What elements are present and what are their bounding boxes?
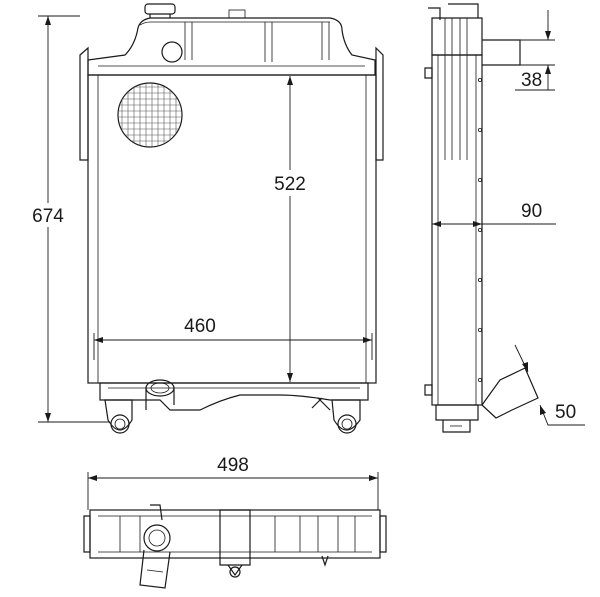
side-cap xyxy=(428,3,479,20)
right-mount-foot xyxy=(331,399,361,434)
tank-port xyxy=(161,41,183,63)
dim-label-522: 522 xyxy=(274,174,306,195)
top-view-bracket xyxy=(219,509,251,566)
side-top-tank xyxy=(431,17,483,56)
top-tank xyxy=(87,17,376,76)
dim-label-674: 674 xyxy=(32,206,64,227)
dim-label-460: 460 xyxy=(184,316,216,337)
lower-outlet xyxy=(145,379,175,410)
drain-cock-top xyxy=(321,555,329,567)
left-bracket xyxy=(79,46,89,161)
lower-pipe xyxy=(481,367,539,419)
top-view-outlet xyxy=(139,504,171,589)
dim-label-38: 38 xyxy=(521,70,542,91)
top-view xyxy=(83,504,387,589)
front-view xyxy=(79,3,384,434)
radiator-core xyxy=(87,74,377,384)
dim-overall-height: 674 xyxy=(24,15,110,423)
side-foot xyxy=(442,420,471,433)
dim-core-width: 460 xyxy=(93,316,373,360)
side-rivets xyxy=(477,78,482,382)
core-fin-pattern xyxy=(117,82,183,148)
side-core xyxy=(431,54,483,406)
dim-label-50: 50 xyxy=(555,402,576,423)
dim-label-498: 498 xyxy=(217,455,249,476)
dim-overall-width: 498 xyxy=(87,455,379,510)
side-view xyxy=(424,3,539,433)
right-bracket xyxy=(375,46,384,161)
dim-lower-pipe: 50 xyxy=(514,344,585,426)
side-bottom-tank xyxy=(435,404,479,421)
dim-core-height: 522 xyxy=(264,76,316,382)
bottom-tank xyxy=(99,382,369,411)
top-view-body xyxy=(89,509,381,559)
drain-cock xyxy=(311,397,331,411)
dim-upper-pipe: 38 xyxy=(515,10,555,91)
dim-label-90: 90 xyxy=(521,201,542,222)
filler-cap xyxy=(144,3,246,19)
dim-side-depth: 90 xyxy=(432,201,556,227)
left-mount-foot xyxy=(104,399,133,434)
upper-pipe xyxy=(482,39,521,66)
